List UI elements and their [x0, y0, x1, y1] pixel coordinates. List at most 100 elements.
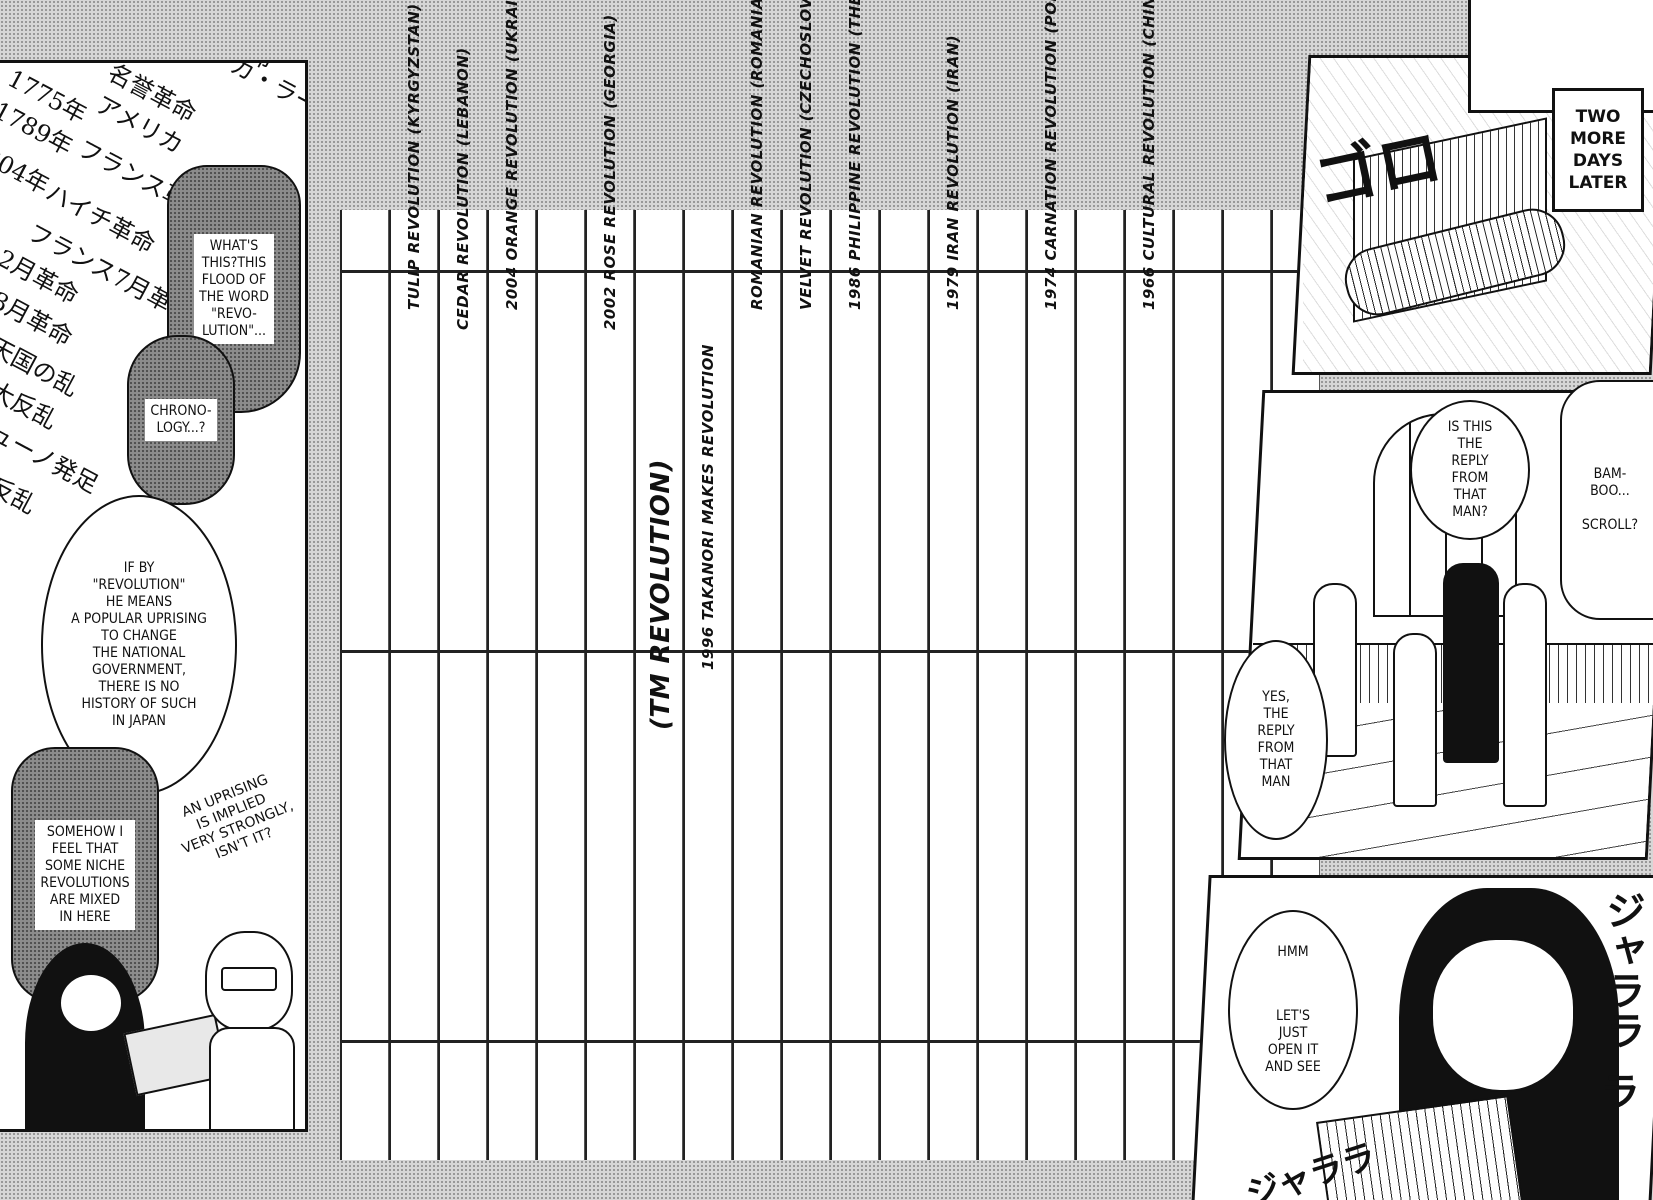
long-hair-girl-face	[1431, 938, 1575, 1092]
scroll-binding	[830, 1040, 880, 1043]
scroll-binding	[536, 270, 586, 273]
scroll-binding	[732, 270, 782, 273]
scroll-binding	[879, 650, 929, 653]
scroll-binding	[1026, 270, 1076, 273]
scroll-entry-tm-revolution: (TM REVOLUTION)	[646, 458, 676, 730]
glasses-icon	[221, 967, 277, 991]
scroll-binding	[438, 1040, 488, 1043]
bamboo-slat: 1996 TAKANORI MAKES REVOLUTION	[683, 210, 733, 1160]
bubble-text: CHRONO- LOGY...?	[147, 401, 215, 439]
scroll-binding	[536, 1040, 586, 1043]
scroll-binding	[928, 650, 978, 653]
scroll-entry: CEDAR REVOLUTION (LEBANON)	[454, 47, 472, 330]
bamboo-slat: CEDAR REVOLUTION (LEBANON)	[438, 47, 488, 1160]
scroll-binding	[1173, 1040, 1223, 1043]
scroll-entry-takanori: 1996 TAKANORI MAKES REVOLUTION	[699, 344, 717, 670]
caption-two-more-days: TWO MORE DAYS LATER	[1552, 88, 1644, 212]
scroll-binding	[977, 1040, 1027, 1043]
scroll-binding	[634, 270, 684, 273]
speech-bubble-hmm-lets: HMM LET'S JUST OPEN IT AND SEE	[1228, 910, 1358, 1110]
left-panel: 1775年 名誉革命 1789年 アメリカ 804年 フランス革 ハイチ革命 フ…	[0, 60, 308, 1132]
scroll-binding	[1026, 650, 1076, 653]
scroll-binding	[487, 1040, 537, 1043]
bamboo-slat: 1974 CARNATION REVOLUTION (PORTUGAL)	[1026, 0, 1076, 1160]
scroll-binding	[977, 650, 1027, 653]
scroll-binding	[781, 270, 831, 273]
scroll-entry: 2002 ROSE REVOLUTION (GEORGIA)	[601, 14, 619, 330]
scroll-entry: TULIP REVOLUTION (KYRGYZSTAN)	[405, 3, 423, 310]
scroll-binding	[977, 270, 1027, 273]
glasses-girl-body	[209, 1027, 295, 1129]
scroll-binding	[1026, 1040, 1076, 1043]
scroll-binding	[781, 650, 831, 653]
speech-bubble-yes: YES, THE REPLY FROM THAT MAN	[1224, 640, 1328, 840]
bubble-text: WHAT'S THIS?THIS FLOOD OF THE WORD "REVO…	[196, 236, 272, 342]
scroll-binding	[830, 650, 880, 653]
speech-bubble-chrono: CHRONO- LOGY...?	[127, 335, 235, 505]
scroll-binding	[683, 650, 733, 653]
scroll-entry: VELVET REVOLUTION (CZECHOSLOVAKIA)	[797, 0, 815, 310]
scroll-binding	[1124, 270, 1174, 273]
scroll-binding	[389, 650, 439, 653]
scroll-binding	[830, 270, 880, 273]
scroll-binding	[634, 1040, 684, 1043]
figure-long-hair	[1443, 563, 1499, 763]
scroll-binding	[389, 1040, 439, 1043]
scroll-binding	[879, 1040, 929, 1043]
bamboo-scroll: TULIP REVOLUTION (KYRGYZSTAN) CEDAR REVOL…	[340, 0, 1328, 1160]
scroll-binding	[683, 270, 733, 273]
jp-list-item: 反乱	[0, 472, 41, 520]
scroll-binding	[928, 1040, 978, 1043]
speech-bubble-if-by: IF BY "REVOLUTION" HE MEANS A POPULAR UP…	[41, 495, 237, 795]
girl-face	[59, 973, 123, 1033]
bamboo-slat	[977, 210, 1027, 1160]
scroll-binding	[389, 270, 439, 273]
scroll-binding	[585, 650, 635, 653]
scroll-entry: 1966 CULTURAL REVOLUTION (CHINA)	[1140, 0, 1158, 310]
scroll-binding	[340, 270, 390, 273]
figure-right	[1503, 583, 1547, 807]
lets-text: LET'S JUST OPEN IT AND SEE	[1265, 1008, 1321, 1075]
bamboo-slat: 1966 CULTURAL REVOLUTION (CHINA)	[1124, 0, 1174, 1160]
speech-bubble-somehow: SOMEHOW I FEEL THAT SOME NICHE REVOLUTIO…	[11, 747, 159, 1003]
hmm-text: HMM	[1277, 944, 1309, 960]
jp-list-item: テンカ・ラージン	[183, 63, 308, 143]
scroll-binding	[438, 650, 488, 653]
bamboo-slat: 2004 ORANGE REVOLUTION (UKRAINE)	[487, 0, 537, 1160]
scroll-entry: 1974 CARNATION REVOLUTION (PORTUGAL)	[1042, 0, 1060, 310]
scroll-binding	[340, 650, 390, 653]
bubble-text: SOMEHOW I FEEL THAT SOME NICHE REVOLUTIO…	[37, 822, 133, 928]
scroll-binding	[340, 1040, 390, 1043]
bamboo-slat: 2002 ROSE REVOLUTION (GEORGIA)	[585, 14, 635, 1160]
bamboo-slat	[1075, 210, 1125, 1160]
bamboo-slat: TULIP REVOLUTION (KYRGYZSTAN)	[389, 3, 439, 1160]
bamboo-slat: (TM REVOLUTION)	[634, 210, 684, 1160]
scroll-entry: ROMANIAN REVOLUTION (ROMANIA)	[748, 0, 766, 310]
scroll-entry: 1986 PHILIPPINE REVOLUTION (THE PHILIPPI…	[846, 0, 864, 310]
speech-bubble-is-this: IS THIS THE REPLY FROM THAT MAN?	[1410, 400, 1530, 540]
scroll-binding	[634, 650, 684, 653]
bamboo-slat: 1979 IRAN REVOLUTION (IRAN)	[928, 35, 978, 1160]
scroll-binding	[585, 1040, 635, 1043]
scroll-binding	[1075, 650, 1125, 653]
scroll-binding	[879, 270, 929, 273]
sfx-ra: ラ	[1600, 1070, 1640, 1116]
scroll-binding	[1075, 270, 1125, 273]
scroll-binding	[1222, 270, 1272, 273]
speech-bubble-bamboo: BAM- BOO... SCROLL?	[1560, 380, 1653, 620]
sfx-jarara: ジャララ	[1599, 890, 1645, 1050]
scroll-binding	[1173, 270, 1223, 273]
bamboo-slat: 1986 PHILIPPINE REVOLUTION (THE PHILIPPI…	[830, 0, 880, 1160]
scroll-binding	[732, 650, 782, 653]
scroll-binding	[438, 270, 488, 273]
figure-small-blonde	[1393, 633, 1437, 807]
bamboo-slat: VELVET REVOLUTION (CZECHOSLOVAKIA)	[781, 0, 831, 1160]
scroll-entry: 2004 ORANGE REVOLUTION (UKRAINE)	[503, 0, 521, 310]
scroll-binding	[1124, 650, 1174, 653]
scroll-binding	[487, 270, 537, 273]
scroll-binding	[1075, 1040, 1125, 1043]
scroll-binding	[683, 1040, 733, 1043]
scroll-binding	[928, 270, 978, 273]
scroll-entry: 1979 IRAN REVOLUTION (IRAN)	[944, 34, 962, 310]
